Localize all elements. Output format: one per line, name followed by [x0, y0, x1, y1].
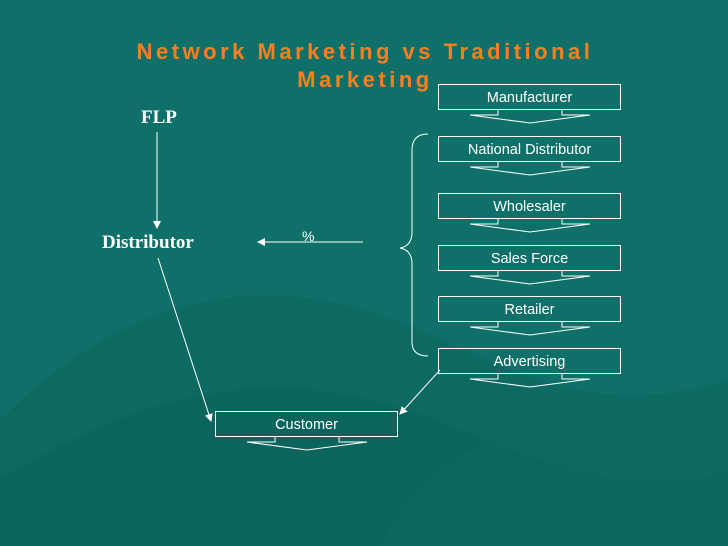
- chain-box-retailer: Retailer: [438, 296, 621, 322]
- chevron-retailer: [469, 322, 591, 336]
- chevron-customer: [246, 437, 368, 451]
- title-line-2: Marketing: [297, 67, 433, 92]
- title-line-1: Network Marketing vs Traditional: [136, 39, 594, 64]
- percent-label: %: [302, 228, 315, 244]
- chain-box-sales-force: Sales Force: [438, 245, 621, 271]
- page-title: Network Marketing vs Traditional Marketi…: [105, 38, 625, 94]
- chevron-wholesaler: [469, 219, 591, 233]
- arrow-advertising-to-customer: [399, 369, 441, 415]
- chevron-manufacturer: [469, 110, 591, 124]
- curly-brace: [399, 133, 429, 357]
- customer-box: Customer: [215, 411, 398, 437]
- distributor-label: Distributor: [102, 232, 194, 253]
- chevron-advertising: [469, 374, 591, 388]
- chain-box-manufacturer: Manufacturer: [438, 84, 621, 110]
- chevron-national-distributor: [469, 162, 591, 176]
- flp-label: FLP: [141, 107, 177, 128]
- chevron-sales-force: [469, 271, 591, 285]
- chain-box-national-distributor: National Distributor: [438, 136, 621, 162]
- chain-box-advertising: Advertising: [438, 348, 621, 374]
- arrow-distributor-to-customer: [157, 257, 213, 422]
- chain-box-wholesaler: Wholesaler: [438, 193, 621, 219]
